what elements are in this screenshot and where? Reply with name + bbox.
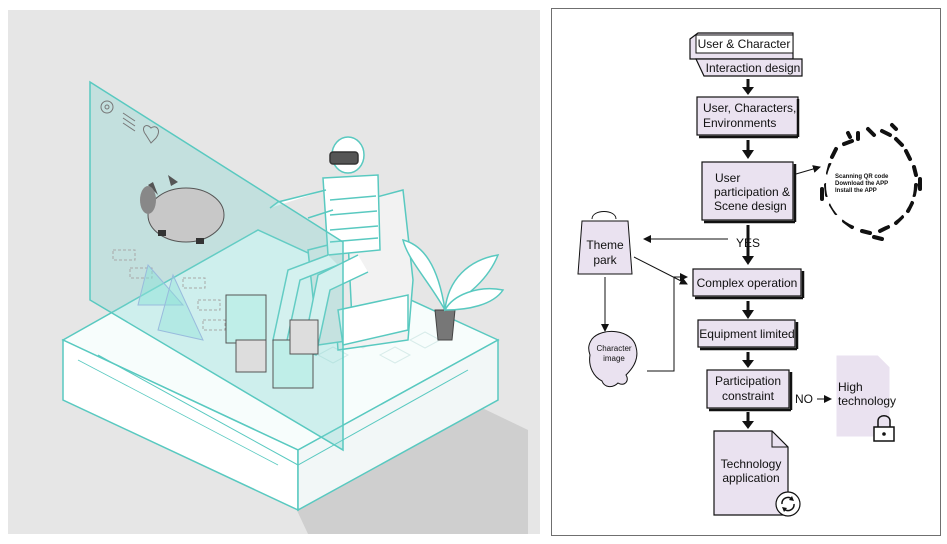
participation-constraint-node: Participation constraint xyxy=(706,369,793,412)
qr-line-1: Scanning QR code xyxy=(835,174,889,180)
complex-operation-label: Complex operation xyxy=(697,276,798,290)
potted-plant xyxy=(401,238,505,341)
refresh-icon xyxy=(775,491,801,517)
application-label: application xyxy=(722,471,779,485)
yes-arrow: YES xyxy=(736,225,760,265)
user-participation-node: User participation & Scene design xyxy=(701,161,797,224)
user-character-node: User & Character Interaction design xyxy=(689,32,803,77)
theme-park-node: Theme park xyxy=(577,211,633,275)
user-characters-environments-node: User, Characters, Environments xyxy=(696,96,800,139)
no-arrow: NO xyxy=(795,392,832,406)
complex-operation-node: Complex operation xyxy=(692,268,805,300)
technology-label: technology xyxy=(838,394,896,408)
arrow-to-qr xyxy=(795,165,821,175)
heart-icon xyxy=(143,125,159,144)
equipment-limited-label: Equipment limited xyxy=(699,327,794,341)
arrow-theme-to-complex xyxy=(633,256,688,285)
flow-arrow xyxy=(742,352,754,368)
qr-line-2: Download the APP xyxy=(835,181,888,187)
flow-arrow xyxy=(742,79,754,95)
scene-design-label: Scene design xyxy=(714,199,787,213)
flow-arrow xyxy=(742,301,754,319)
participation-label: participation & xyxy=(714,185,790,199)
park-label: park xyxy=(593,253,617,267)
equipment-limited-node: Equipment limited xyxy=(697,319,799,351)
lock-icon xyxy=(873,415,895,442)
flowchart-panel: User & Character Interaction design User… xyxy=(551,8,941,536)
high-label: High xyxy=(838,380,863,394)
vr-scene xyxy=(61,80,528,534)
vr-illustration xyxy=(8,10,540,534)
qr-line-3: Install the APP xyxy=(835,188,877,194)
high-technology-node: High technology xyxy=(835,354,896,442)
interaction-design-label: Interaction design xyxy=(706,61,801,75)
character-label: Character xyxy=(596,344,631,353)
character-image-node: Character image xyxy=(588,330,638,388)
flow-arrow xyxy=(742,412,754,429)
vr-user xyxy=(269,136,381,357)
user-characters-label: User, Characters, xyxy=(703,101,796,115)
image-label: image xyxy=(603,354,625,363)
arrow-character-to-complex xyxy=(647,273,688,372)
user-character-label: User & Character xyxy=(698,37,791,51)
flow-arrow xyxy=(742,140,754,159)
raccoon-character xyxy=(140,175,225,244)
floating-windows xyxy=(225,294,319,389)
constraint-label: constraint xyxy=(722,389,775,403)
no-label: NO xyxy=(795,392,813,406)
panel-ui-icons xyxy=(100,100,159,144)
technology-app-label: Technology xyxy=(721,457,782,471)
holographic-panel xyxy=(89,80,344,452)
environments-label: Environments xyxy=(703,116,776,130)
participation-label: Participation xyxy=(715,374,781,388)
theme-label: Theme xyxy=(586,238,624,252)
technology-application-node: Technology application xyxy=(713,430,801,517)
flowchart: User & Character Interaction design User… xyxy=(577,32,922,517)
menu-icon xyxy=(122,112,136,122)
gear-icon xyxy=(100,100,114,114)
yes-label: YES xyxy=(736,236,760,250)
qr-code: Scanning QR code Download the APP Instal… xyxy=(820,123,922,241)
user-label: User xyxy=(715,171,740,185)
